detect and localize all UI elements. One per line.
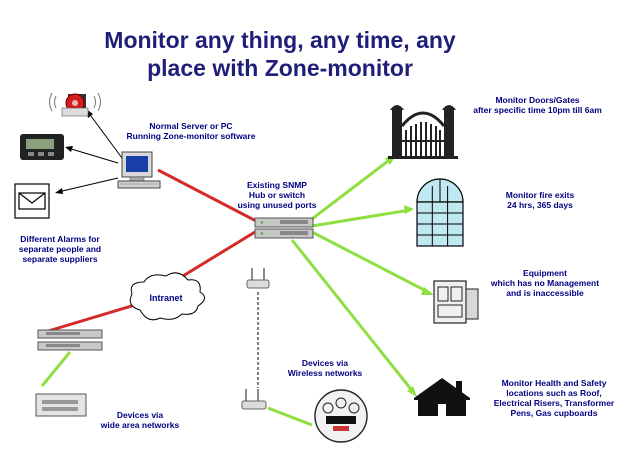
house-icon xyxy=(414,378,470,416)
link-hub-doors xyxy=(307,156,393,224)
arrowhead-pager xyxy=(65,146,73,152)
wireless-label: Devices via Wireless networks xyxy=(287,358,363,378)
link-wan-rack xyxy=(40,351,72,387)
envelope-icon xyxy=(14,183,50,219)
arrow-pc-siren xyxy=(87,111,123,159)
doors-label: Monitor Doors/Gates after specific time … xyxy=(473,95,602,115)
intranet-label: Intranet xyxy=(149,293,183,303)
alarms-label: Different Alarms for separate people and… xyxy=(18,234,102,264)
arrowhead-equipment xyxy=(421,287,434,295)
link-intranet-wan xyxy=(44,303,136,334)
arrow-pc-email xyxy=(57,177,119,193)
wireless-access-point-icon-2 xyxy=(241,389,267,410)
window-icon xyxy=(416,178,464,247)
meter-icon xyxy=(314,389,368,443)
title-line-1: Monitor any thing, any time, any xyxy=(104,27,456,53)
rack-device-icon xyxy=(35,393,87,417)
wireless-access-point-icon xyxy=(246,268,270,289)
server-label: Normal Server or PC Running Zone-monitor… xyxy=(126,121,256,141)
computer-icon xyxy=(117,151,161,189)
link-hub-equipment xyxy=(311,230,431,295)
wan-label: Devices via wide area networks xyxy=(100,410,180,430)
hub-label: Existing SNMP Hub or switch using unused… xyxy=(237,180,317,210)
arrowhead-email xyxy=(55,188,63,194)
equipment-label: Equipment which has no Management and is… xyxy=(490,268,600,298)
link-ap-meter xyxy=(267,406,313,427)
link-pc-hub xyxy=(157,168,259,224)
health-label: Monitor Health and Safety locations such… xyxy=(493,378,615,418)
page-title: Monitor any thing, any time, any place w… xyxy=(60,26,500,82)
cabinet-icon xyxy=(433,280,479,324)
siren-icon xyxy=(49,92,101,117)
network-switch-icon xyxy=(254,217,314,239)
title-line-2: place with Zone-monitor xyxy=(147,55,413,81)
fire-label: Monitor fire exits 24 hrs, 365 days xyxy=(505,190,575,210)
link-hub-fire xyxy=(311,208,411,228)
arrowhead-fire xyxy=(404,205,414,214)
arrow-pc-pager xyxy=(67,147,119,164)
gate-icon xyxy=(388,105,458,159)
pager-icon xyxy=(20,134,64,160)
wan-router-icon xyxy=(37,329,103,351)
cloud-icon xyxy=(129,272,205,321)
link-hub-health xyxy=(290,239,416,394)
arrowhead-health xyxy=(407,386,417,397)
